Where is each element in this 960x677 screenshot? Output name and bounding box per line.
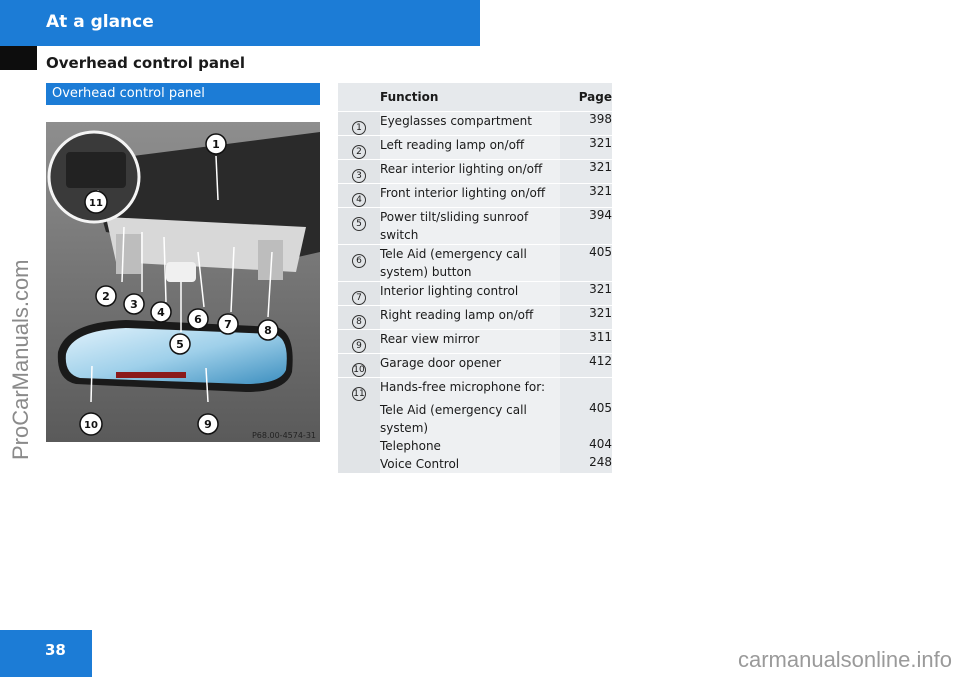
page-number-box: 38 — [0, 630, 92, 677]
row-number: 8 — [352, 315, 366, 329]
row-function: Telephone — [380, 437, 560, 455]
row-number: 11 — [352, 387, 366, 401]
row-number: 2 — [352, 145, 366, 159]
row-function: Eyeglasses compartment — [380, 111, 560, 135]
table-row: Tele Aid (emergency call system)405 — [338, 401, 612, 437]
row-page: 311 — [560, 329, 612, 353]
table-header-row: Function Page — [338, 83, 612, 111]
row-page: 394 — [560, 207, 612, 244]
header-bar: At a glance — [0, 0, 480, 46]
row-function: Garage door opener — [380, 353, 560, 377]
row-number-cell: 8 — [338, 305, 380, 329]
row-number: 4 — [352, 193, 366, 207]
figure-code: P68.00-4574-31 — [252, 431, 316, 440]
callout-6: 6 — [194, 313, 202, 326]
row-number: 3 — [352, 169, 366, 183]
row-number-cell: 2 — [338, 135, 380, 159]
row-number-cell — [338, 401, 380, 437]
row-page: 321 — [560, 305, 612, 329]
row-number: 10 — [352, 363, 366, 377]
row-number-cell: 4 — [338, 183, 380, 207]
header-num — [338, 83, 380, 111]
row-page: 321 — [560, 183, 612, 207]
row-function: Interior lighting control — [380, 281, 560, 305]
row-function: Hands-free microphone for: — [380, 377, 560, 401]
table-row: 6 Tele Aid (emergency call system) button… — [338, 244, 612, 281]
callout-11: 11 — [89, 198, 103, 209]
row-page: 404 — [560, 437, 612, 455]
row-number: 5 — [352, 217, 366, 231]
row-number-cell: 5 — [338, 207, 380, 244]
row-function: Rear interior lighting on/off — [380, 159, 560, 183]
row-function: Right reading lamp on/off — [380, 305, 560, 329]
callout-5: 5 — [176, 338, 184, 351]
overhead-panel-photo: 1 2 3 4 5 6 7 8 9 10 11 P68.00-4574-31 — [46, 122, 320, 442]
row-number-cell: 3 — [338, 159, 380, 183]
row-page: 405 — [560, 401, 612, 437]
row-function: Tele Aid (emergency call system) — [380, 401, 560, 437]
section-heading: Overhead control panel — [46, 83, 320, 105]
watermark-bottom: carmanualsonline.info — [737, 647, 952, 672]
watermark-left: ProCarManuals.com — [8, 259, 33, 460]
callout-8: 8 — [264, 324, 272, 337]
page-number: 38 — [45, 641, 66, 659]
row-number-cell: 7 — [338, 281, 380, 305]
row-number-cell — [338, 437, 380, 455]
callout-3: 3 — [130, 298, 138, 311]
callout-4: 4 — [157, 306, 165, 319]
row-function: Rear view mirror — [380, 329, 560, 353]
row-page — [560, 377, 612, 401]
callout-10: 10 — [84, 420, 98, 431]
table-row: 11 Hands-free microphone for: — [338, 377, 612, 401]
row-number-cell: 1 — [338, 111, 380, 135]
row-number-cell: 6 — [338, 244, 380, 281]
row-page: 405 — [560, 244, 612, 281]
header-function: Function — [380, 83, 560, 111]
row-number-cell: 11 — [338, 377, 380, 401]
page-subtitle: Overhead control panel — [46, 54, 245, 72]
callout-7: 7 — [224, 318, 232, 331]
section-heading-text: Overhead control panel — [52, 86, 205, 101]
row-function: Tele Aid (emergency call system) button — [380, 244, 560, 281]
callout-1: 1 — [212, 138, 220, 151]
callout-9: 9 — [204, 418, 212, 431]
row-function: Left reading lamp on/off — [380, 135, 560, 159]
row-number-cell — [338, 455, 380, 473]
row-page: 412 — [560, 353, 612, 377]
row-page: 321 — [560, 281, 612, 305]
header-page: Page — [560, 83, 612, 111]
row-function: Voice Control — [380, 455, 560, 473]
row-function: Power tilt/sliding sunroof switch — [380, 207, 560, 244]
row-page: 321 — [560, 159, 612, 183]
row-number: 7 — [352, 291, 366, 305]
row-number-cell: 10 — [338, 353, 380, 377]
row-number-cell: 9 — [338, 329, 380, 353]
row-function: Front interior lighting on/off — [380, 183, 560, 207]
row-number: 1 — [352, 121, 366, 135]
callout-2: 2 — [102, 290, 110, 303]
section-tab — [0, 46, 37, 70]
row-page: 321 — [560, 135, 612, 159]
row-number: 9 — [352, 339, 366, 353]
row-page: 398 — [560, 111, 612, 135]
row-page: 248 — [560, 455, 612, 473]
chapter-title: At a glance — [46, 12, 154, 32]
row-number: 6 — [352, 254, 366, 268]
